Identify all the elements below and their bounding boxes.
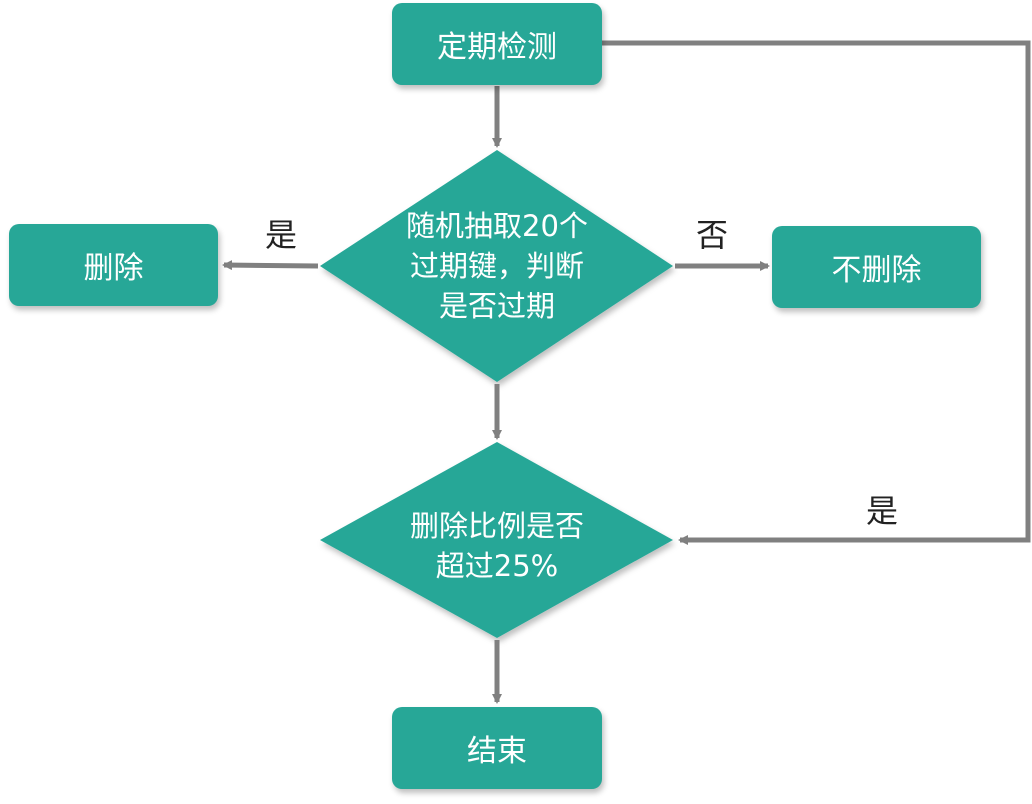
decision-expire-diamond <box>320 150 673 382</box>
label-yes-loop: 是 <box>866 492 899 530</box>
label-yes-left: 是 <box>265 216 298 254</box>
decision-ratio-diamond <box>320 442 673 638</box>
no-delete-node: 不删除 <box>772 226 981 308</box>
end-node: 结束 <box>392 707 602 789</box>
decision-ratio-line-1: 删除比例是否 <box>409 509 584 543</box>
arrow-to-delete <box>222 260 319 271</box>
label-no-right: 否 <box>696 216 729 254</box>
start-node: 定期检测 <box>392 3 602 85</box>
decision-expire-text: 随机抽取20个 过期键，判断 是否过期 <box>357 206 637 326</box>
decision-expire-line-2: 过期键，判断 <box>409 249 584 283</box>
decision-ratio-line-2: 超过25% <box>435 549 559 583</box>
decision-expire-line-3: 是否过期 <box>438 289 555 323</box>
decision-expire-line-1: 随机抽取20个 <box>406 209 588 243</box>
delete-node: 删除 <box>9 224 218 306</box>
arrow-loop-back <box>601 40 1031 545</box>
decision-ratio-text: 删除比例是否 超过25% <box>357 506 637 586</box>
